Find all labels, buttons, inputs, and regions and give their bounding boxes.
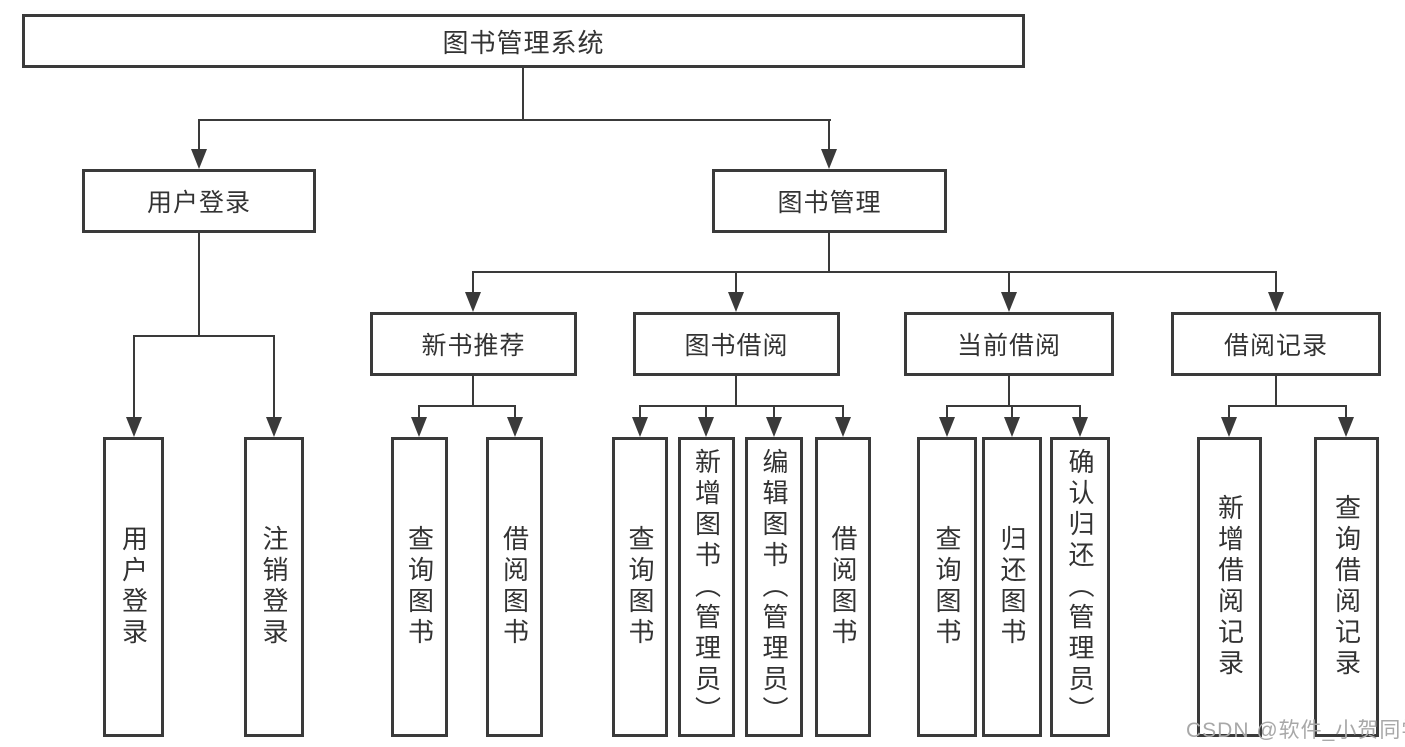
connector-line [946,405,948,419]
connector-line [198,233,200,337]
connector-line [735,271,737,295]
connector-arrow-down-icon [465,292,481,312]
connector-arrow-down-icon [835,417,851,437]
node-new-book-recommend: 新书推荐 [370,312,577,376]
node-library-management-system: 图书管理系统 [22,14,1025,68]
connector-line [273,335,275,419]
connector-line [1228,405,1347,407]
leaf-return-book: 归还图书 [982,437,1042,737]
leaf-query-books-1: 查询图书 [391,437,448,737]
connector-line [828,119,830,151]
node-borrow-records: 借阅记录 [1171,312,1381,376]
connector-arrow-down-icon [126,417,142,437]
leaf-query-borrow-record-label: 查询借阅记录 [1331,494,1362,680]
leaf-user-login: 用户登录 [103,437,164,737]
connector-line [828,233,830,273]
connector-line [1275,271,1277,295]
connector-line [842,405,844,419]
leaf-add-book-admin-label: 新增图书（管理员） [691,447,722,727]
connector-arrow-down-icon [191,149,207,169]
connector-arrow-down-icon [1004,417,1020,437]
leaf-query-books-1-label: 查询图书 [404,525,435,649]
leaf-query-books-3: 查询图书 [917,437,977,737]
connector-line [1228,405,1230,419]
leaf-logout-label: 注销登录 [259,525,289,649]
connector-line [773,405,775,419]
connector-line [472,376,474,407]
connector-line [1008,376,1010,407]
leaf-edit-book-admin: 编辑图书（管理员） [745,437,803,737]
connector-line [705,405,707,419]
connector-line [1345,405,1347,419]
connector-arrow-down-icon [698,417,714,437]
node-book-borrow: 图书借阅 [633,312,840,376]
connector-line [1008,271,1010,295]
connector-line [1275,376,1277,407]
connector-line [1011,405,1013,419]
leaf-user-login-label: 用户登录 [118,525,149,649]
leaf-query-books-3-label: 查询图书 [932,525,962,649]
connector-line [514,405,516,419]
connector-line [133,335,135,419]
connector-arrow-down-icon [1221,417,1237,437]
connector-arrow-down-icon [266,417,282,437]
leaf-borrow-books-2-label: 借阅图书 [828,525,858,649]
connector-arrow-down-icon [939,417,955,437]
leaf-borrow-books-2: 借阅图书 [815,437,871,737]
connector-line [472,271,1277,273]
leaf-query-books-2: 查询图书 [612,437,668,737]
connector-arrow-down-icon [632,417,648,437]
connector-line [133,335,275,337]
leaf-query-borrow-record: 查询借阅记录 [1314,437,1379,737]
connector-arrow-down-icon [1338,417,1354,437]
leaf-add-borrow-record: 新增借阅记录 [1197,437,1262,737]
leaf-logout: 注销登录 [244,437,304,737]
leaf-edit-book-admin-label: 编辑图书（管理员） [759,447,789,727]
leaf-borrow-books-1-label: 借阅图书 [499,525,530,649]
node-user-login: 用户登录 [82,169,316,233]
leaf-query-books-2-label: 查询图书 [625,525,655,649]
leaf-return-book-label: 归还图书 [997,525,1027,649]
leaf-borrow-books-1: 借阅图书 [486,437,543,737]
watermark: CSDN @软件_小贺同学 [1186,719,1405,742]
connector-line [418,405,516,407]
connector-line [735,376,737,407]
connector-arrow-down-icon [821,149,837,169]
node-book-management: 图书管理 [712,169,947,233]
connector-line [198,119,831,121]
connector-line [639,405,844,407]
leaf-confirm-return-admin: 确认归还（管理员） [1050,437,1110,737]
connector-arrow-down-icon [1001,292,1017,312]
connector-line [522,68,524,121]
connector-arrow-down-icon [1072,417,1088,437]
connector-line [1079,405,1081,419]
connector-line [639,405,641,419]
connector-arrow-down-icon [411,417,427,437]
connector-line [946,405,1081,407]
leaf-confirm-return-admin-label: 确认归还（管理员） [1065,447,1095,727]
connector-line [472,271,474,295]
connector-line [198,119,200,151]
connector-arrow-down-icon [507,417,523,437]
leaf-add-borrow-record-label: 新增借阅记录 [1214,494,1245,680]
connector-arrow-down-icon [1268,292,1284,312]
connector-arrow-down-icon [766,417,782,437]
leaf-add-book-admin: 新增图书（管理员） [678,437,735,737]
connector-line [418,405,420,419]
connector-arrow-down-icon [728,292,744,312]
node-current-borrow: 当前借阅 [904,312,1114,376]
